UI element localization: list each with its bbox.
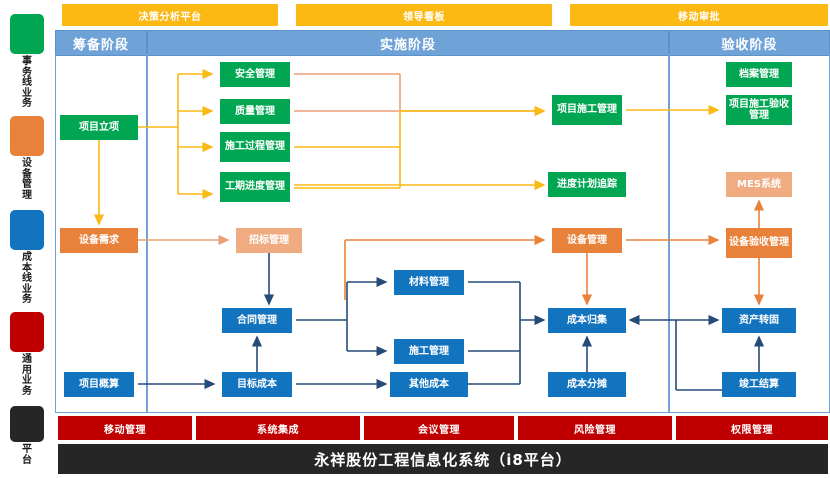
node-construction-management[interactable]: 施工管理	[390, 339, 468, 364]
phase-header-1[interactable]: 实施阶段	[147, 30, 669, 56]
legend-item-business-line-green: 事务线业务	[4, 14, 50, 110]
node-label: 档案管理	[739, 68, 779, 80]
legend-item-platform-dark: 平台	[4, 406, 50, 466]
node-label: 项目立项	[79, 121, 119, 133]
node-cost-collection[interactable]: 成本归集	[548, 308, 626, 333]
node-label: MES系统	[737, 178, 781, 190]
node-label: 材料管理	[409, 276, 449, 288]
node-bidding-management[interactable]: 招标管理	[232, 228, 306, 253]
node-construction-process-management[interactable]: 施工过程管理	[216, 132, 294, 162]
node-equipment-management[interactable]: 设备管理	[548, 228, 626, 253]
node-project-budget[interactable]: 项目概算	[60, 372, 138, 397]
node-project-initiation[interactable]: 项目立项	[60, 115, 138, 140]
node-completion-settlement[interactable]: 竣工结算	[722, 372, 796, 397]
general-business-bar-1[interactable]: 系统集成	[196, 416, 360, 440]
legend-label: 设备管理	[22, 158, 32, 201]
legend-label: 通用业务	[22, 354, 32, 397]
legend-item-general-business-red: 通用业务	[4, 312, 50, 397]
cost-line-blue-swatch-icon	[10, 210, 44, 250]
node-label: 安全管理	[235, 68, 275, 80]
node-label: 资产转固	[739, 314, 779, 326]
node-project-construction-management[interactable]: 项目施工管理	[548, 95, 626, 125]
business-line-green-swatch-icon	[10, 14, 44, 54]
platform-dark-swatch-icon	[10, 406, 44, 442]
node-equipment-acceptance-management[interactable]: 设备验收管理	[722, 228, 796, 258]
legend-item-cost-line-blue: 成本线业务	[4, 210, 50, 306]
legend-label: 平台	[22, 444, 32, 466]
phase-header-2[interactable]: 验收阶段	[669, 30, 830, 56]
node-label: 进度计划追踪	[557, 178, 617, 190]
platform-bar-1[interactable]: 领导看板	[296, 4, 552, 26]
node-mes-system[interactable]: MES系统	[722, 172, 796, 197]
node-label: 项目施工验收管理	[729, 98, 789, 121]
node-material-management[interactable]: 材料管理	[390, 270, 468, 295]
node-label: 项目施工管理	[557, 104, 617, 116]
node-label: 施工管理	[409, 345, 449, 357]
node-label: 其他成本	[409, 378, 449, 390]
node-label: 成本分摊	[567, 378, 607, 390]
general-business-bar-4[interactable]: 权限管理	[676, 416, 828, 440]
node-cost-allocation[interactable]: 成本分摊	[548, 372, 626, 397]
node-project-construction-acceptance-management[interactable]: 项目施工验收管理	[722, 95, 796, 125]
general-business-bar-3[interactable]: 风险管理	[518, 416, 672, 440]
node-progress-plan-tracking[interactable]: 进度计划追踪	[548, 172, 626, 197]
node-contract-management[interactable]: 合同管理	[218, 308, 296, 333]
node-equipment-demand[interactable]: 设备需求	[60, 228, 138, 253]
node-label: 质量管理	[235, 105, 275, 117]
legend-item-equipment-management-orange: 设备管理	[4, 116, 50, 201]
node-label: 设备验收管理	[729, 237, 789, 249]
node-schedule-progress-management[interactable]: 工期进度管理	[216, 172, 294, 202]
node-quality-management[interactable]: 质量管理	[216, 99, 294, 124]
general-business-bar-0[interactable]: 移动管理	[58, 416, 192, 440]
system-title-footer: 永祥股份工程信息化系统（i8平台）	[58, 444, 828, 474]
node-label: 施工过程管理	[225, 141, 285, 153]
node-safety-management[interactable]: 安全管理	[216, 62, 294, 87]
node-asset-transfer[interactable]: 资产转固	[722, 308, 796, 333]
phase-header-0[interactable]: 筹备阶段	[55, 30, 147, 56]
general-business-red-swatch-icon	[10, 312, 44, 352]
node-label: 目标成本	[237, 378, 277, 390]
phase-column-0	[55, 54, 147, 413]
node-other-cost[interactable]: 其他成本	[390, 372, 468, 397]
node-label: 合同管理	[237, 314, 277, 326]
node-label: 设备管理	[567, 234, 607, 246]
node-archive-management[interactable]: 档案管理	[722, 62, 796, 87]
node-target-cost[interactable]: 目标成本	[218, 372, 296, 397]
platform-bar-2[interactable]: 移动审批	[570, 4, 828, 26]
node-label: 招标管理	[249, 234, 289, 246]
legend-label: 成本线业务	[22, 252, 32, 305]
general-business-bar-2[interactable]: 会议管理	[364, 416, 514, 440]
phase-column-1	[147, 54, 669, 413]
node-label: 成本归集	[567, 314, 607, 326]
platform-bar-0[interactable]: 决策分析平台	[62, 4, 278, 26]
node-label: 项目概算	[79, 378, 119, 390]
legend-label: 事务线业务	[22, 56, 32, 109]
node-label: 设备需求	[79, 234, 119, 246]
node-label: 竣工结算	[739, 378, 779, 390]
node-label: 工期进度管理	[225, 181, 285, 193]
equipment-management-orange-swatch-icon	[10, 116, 44, 156]
